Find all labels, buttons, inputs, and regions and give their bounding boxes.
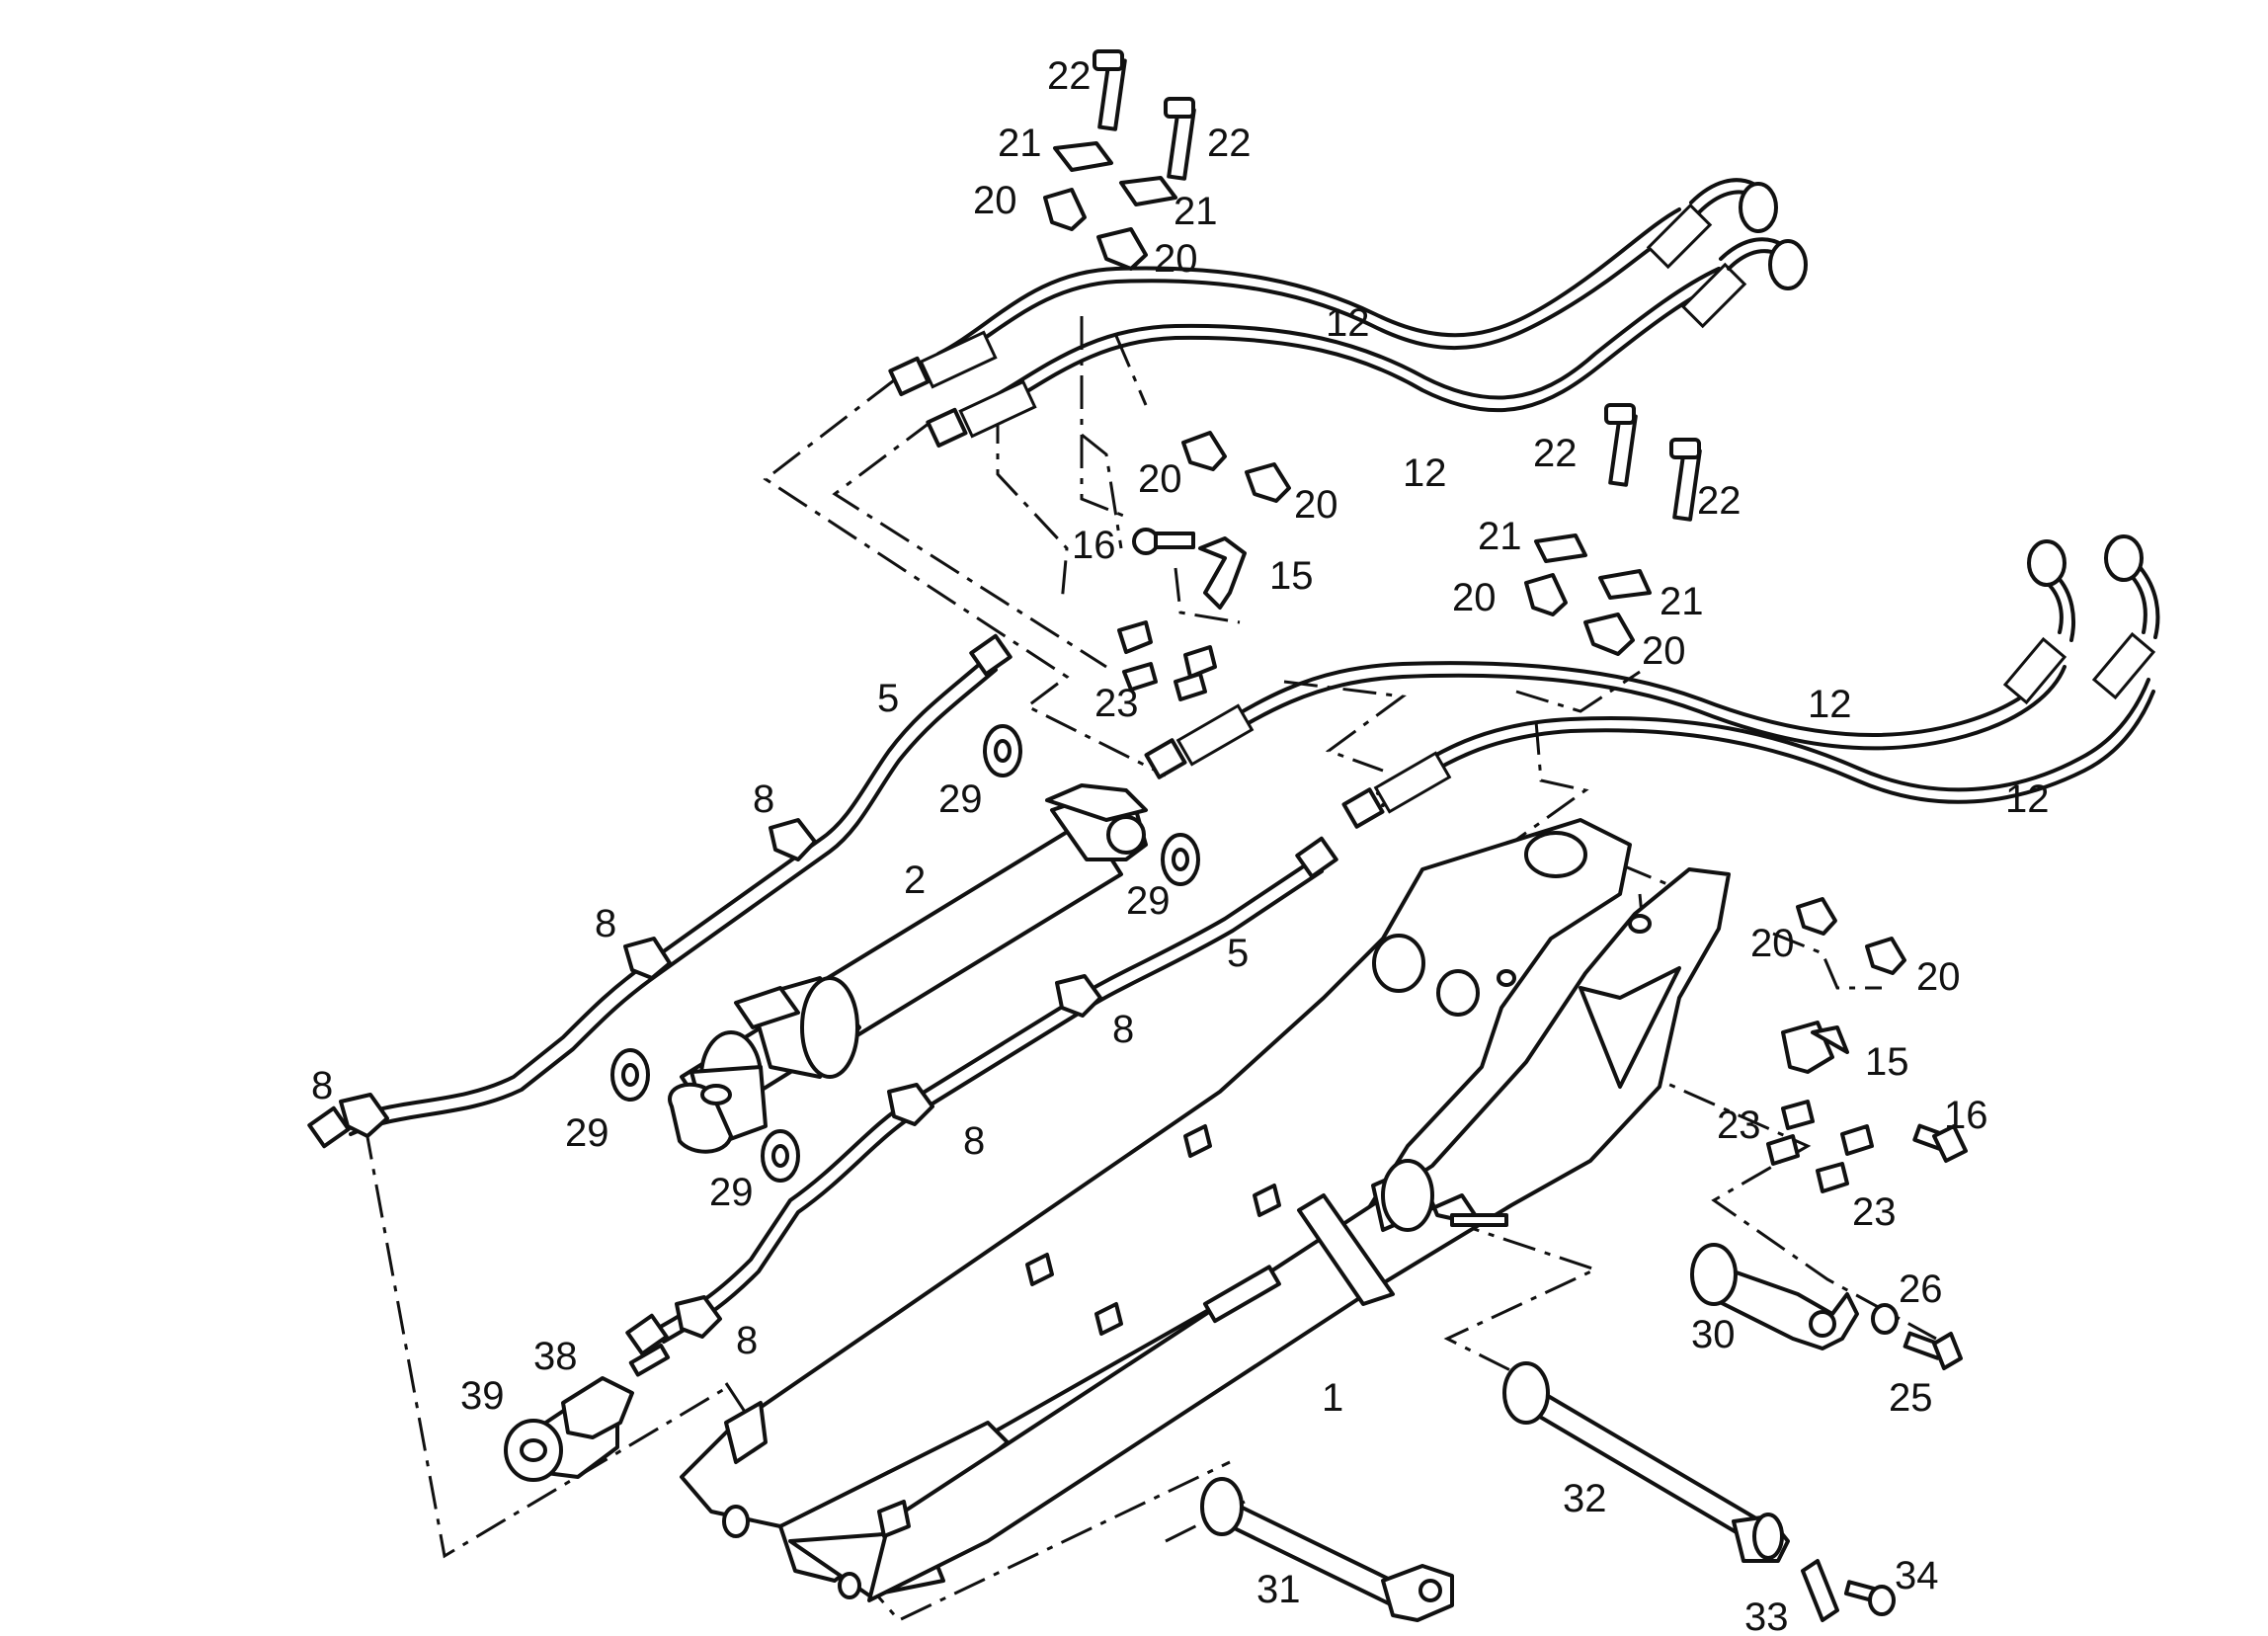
callout-1: 1 bbox=[1322, 1376, 1343, 1420]
callout-8: 8 bbox=[753, 777, 774, 821]
pin-32 bbox=[1502, 1361, 1790, 1563]
hose-fitting-right-3 bbox=[2002, 539, 2075, 705]
callout-20: 20 bbox=[1452, 576, 1497, 619]
callout-20: 20 bbox=[1916, 955, 1961, 999]
callout-16: 16 bbox=[1944, 1094, 1988, 1137]
hose-fitting-left-4 bbox=[1341, 751, 1452, 829]
callout-12: 12 bbox=[2005, 777, 2050, 821]
callout-15: 15 bbox=[1865, 1040, 1909, 1084]
callout-31: 31 bbox=[1256, 1568, 1301, 1611]
callout-22: 22 bbox=[1533, 432, 1578, 475]
callout-29: 29 bbox=[709, 1171, 754, 1214]
callout-12: 12 bbox=[1403, 451, 1447, 495]
hose-fitting-right-2 bbox=[1680, 237, 1808, 329]
callout-29: 29 bbox=[565, 1111, 609, 1155]
callout-20: 20 bbox=[1154, 237, 1198, 281]
callout-23: 23 bbox=[1717, 1104, 1761, 1147]
callout-8: 8 bbox=[963, 1119, 985, 1163]
callout-25: 25 bbox=[1889, 1376, 1933, 1420]
callout-21: 21 bbox=[1478, 515, 1522, 558]
hose-fitting-right-1 bbox=[1646, 178, 1778, 270]
lower-hoses bbox=[1144, 534, 2160, 829]
callout-30: 30 bbox=[1691, 1313, 1736, 1356]
callout-21: 21 bbox=[998, 122, 1042, 165]
hose-fitting-left-1 bbox=[888, 330, 998, 397]
callout-39: 39 bbox=[460, 1374, 505, 1418]
callout-20: 20 bbox=[1750, 922, 1795, 965]
callout-22: 22 bbox=[1697, 479, 1742, 523]
hydraulic-cylinder bbox=[668, 783, 1148, 1154]
washers bbox=[610, 724, 1200, 1183]
callout-16: 16 bbox=[1072, 524, 1116, 567]
callout-22: 22 bbox=[1207, 122, 1252, 165]
hose-fitting-left-3 bbox=[1144, 703, 1255, 779]
callout-labels: 22 22 21 21 20 20 12 12 20 20 16 15 23 2… bbox=[311, 54, 2050, 1636]
callout-23: 23 bbox=[1094, 682, 1139, 725]
callout-21: 21 bbox=[1174, 190, 1218, 233]
callout-15: 15 bbox=[1269, 554, 1314, 598]
callout-12: 12 bbox=[1326, 301, 1370, 345]
callout-8: 8 bbox=[736, 1319, 758, 1362]
callout-8: 8 bbox=[311, 1064, 333, 1107]
upper-hoses bbox=[888, 178, 1808, 449]
callout-5: 5 bbox=[877, 677, 899, 720]
boom bbox=[680, 818, 1731, 1602]
clamp-hardware-lower bbox=[1524, 403, 1968, 1193]
callout-8: 8 bbox=[595, 902, 616, 945]
tube-right bbox=[625, 836, 1338, 1356]
callout-20: 20 bbox=[1138, 457, 1182, 501]
callout-26: 26 bbox=[1899, 1268, 1943, 1311]
callout-20: 20 bbox=[1642, 629, 1686, 673]
hose-fitting-left-2 bbox=[926, 379, 1037, 449]
callout-2: 2 bbox=[904, 859, 926, 902]
callout-12: 12 bbox=[1808, 683, 1852, 726]
pin-30 bbox=[1690, 1243, 1859, 1350]
callout-34: 34 bbox=[1895, 1554, 1939, 1597]
lock-plate-33-bolt-34 bbox=[1801, 1559, 1896, 1622]
callout-23: 23 bbox=[1852, 1190, 1897, 1234]
plug-38-cap-39 bbox=[504, 1343, 671, 1482]
hose-fitting-right-4 bbox=[2091, 534, 2160, 700]
bolt-25-washer-26 bbox=[1871, 1303, 1963, 1370]
callout-21: 21 bbox=[1660, 580, 1704, 623]
callout-32: 32 bbox=[1563, 1477, 1607, 1520]
callout-29: 29 bbox=[938, 777, 983, 821]
callout-5: 5 bbox=[1227, 932, 1249, 975]
callout-22: 22 bbox=[1047, 54, 1092, 98]
callout-20: 20 bbox=[1294, 483, 1338, 527]
callout-38: 38 bbox=[533, 1335, 578, 1378]
tube-left bbox=[307, 633, 1012, 1149]
callout-29: 29 bbox=[1126, 879, 1171, 923]
clamp-hardware-upper bbox=[1043, 49, 1291, 701]
pin-31 bbox=[1200, 1477, 1454, 1622]
callout-8: 8 bbox=[1112, 1008, 1134, 1051]
callout-20: 20 bbox=[973, 179, 1017, 222]
callout-33: 33 bbox=[1744, 1595, 1789, 1636]
